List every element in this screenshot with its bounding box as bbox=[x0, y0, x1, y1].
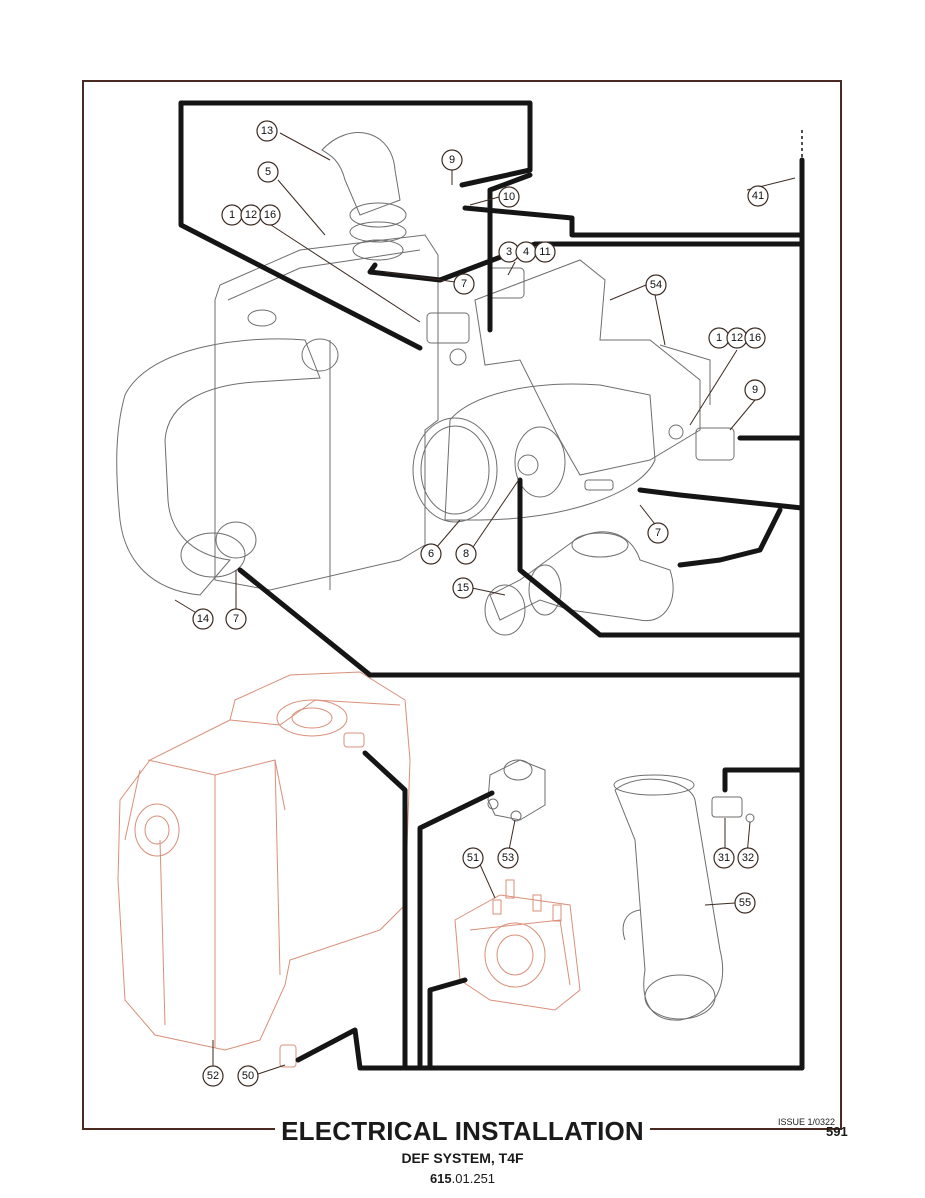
svg-text:7: 7 bbox=[655, 527, 661, 539]
def-pump-51 bbox=[454, 879, 581, 1011]
svg-text:4: 4 bbox=[523, 246, 529, 258]
svg-text:9: 9 bbox=[752, 384, 758, 396]
callout-8: 8 bbox=[455, 543, 477, 565]
callout-16-left: 16 bbox=[259, 204, 281, 226]
document-number: 615.01.251 bbox=[0, 1171, 925, 1186]
callout-7-top: 7 bbox=[453, 273, 475, 295]
callout-11: 11 bbox=[534, 241, 556, 263]
callout-6: 6 bbox=[420, 543, 442, 565]
callout-10: 10 bbox=[498, 186, 520, 208]
callout-53: 53 bbox=[497, 847, 519, 869]
svg-text:11: 11 bbox=[539, 246, 550, 258]
svg-text:53: 53 bbox=[502, 852, 514, 864]
svg-text:5: 5 bbox=[265, 166, 271, 178]
callout-1-right: 1 bbox=[708, 327, 730, 349]
callout-7-left: 7 bbox=[225, 608, 247, 630]
page-number: 591 bbox=[826, 1124, 848, 1139]
dosing-valve-53 bbox=[487, 759, 546, 822]
svg-text:14: 14 bbox=[197, 613, 209, 625]
svg-text:7: 7 bbox=[461, 278, 467, 290]
callout-52: 52 bbox=[202, 1065, 224, 1087]
svg-text:1: 1 bbox=[229, 209, 235, 221]
callout-9-top: 9 bbox=[441, 149, 463, 171]
svg-text:16: 16 bbox=[749, 332, 761, 344]
svg-text:16: 16 bbox=[264, 209, 276, 221]
svg-text:7: 7 bbox=[233, 613, 239, 625]
callout-12-right: 12 bbox=[726, 327, 748, 349]
svg-text:12: 12 bbox=[245, 209, 257, 221]
callout-7-right: 7 bbox=[647, 522, 669, 544]
diagram-title-text: ELECTRICAL INSTALLATION bbox=[275, 1116, 650, 1146]
callout-32: 32 bbox=[737, 847, 759, 869]
svg-text:10: 10 bbox=[503, 191, 515, 203]
callout-55: 55 bbox=[734, 892, 756, 914]
callout-14: 14 bbox=[192, 608, 214, 630]
svg-text:8: 8 bbox=[463, 548, 469, 560]
callout-4: 4 bbox=[515, 241, 537, 263]
svg-text:15: 15 bbox=[457, 582, 469, 594]
callout-13: 13 bbox=[256, 120, 278, 142]
callout-12-left: 12 bbox=[240, 204, 262, 226]
callout-9-right: 9 bbox=[744, 379, 766, 401]
svg-text:12: 12 bbox=[731, 332, 743, 344]
diagram-title: ELECTRICAL INSTALLATION bbox=[0, 1116, 925, 1147]
svg-text:3: 3 bbox=[506, 246, 512, 258]
svg-text:51: 51 bbox=[467, 852, 479, 864]
issue-label: ISSUE 1/0322 bbox=[778, 1117, 836, 1127]
callout-50: 50 bbox=[237, 1065, 259, 1087]
leader-lines bbox=[174, 132, 796, 1075]
svg-text:31: 31 bbox=[718, 852, 730, 864]
svg-text:52: 52 bbox=[207, 1070, 219, 1082]
document-number-suffix: .01.251 bbox=[451, 1171, 496, 1186]
callout-3: 3 bbox=[498, 241, 520, 263]
callout-5: 5 bbox=[257, 161, 279, 183]
svg-text:1: 1 bbox=[716, 332, 722, 344]
svg-text:32: 32 bbox=[742, 852, 754, 864]
svg-text:55: 55 bbox=[739, 897, 751, 909]
callout-1-left: 1 bbox=[221, 204, 243, 226]
def-tank-52 bbox=[117, 671, 411, 1068]
callout-15: 15 bbox=[452, 577, 474, 599]
wiring-harness bbox=[178, 100, 805, 1071]
svg-text:9: 9 bbox=[449, 154, 455, 166]
callout-54: 54 bbox=[645, 274, 667, 296]
document-number-prefix: 615 bbox=[429, 1171, 452, 1186]
callout-31: 31 bbox=[713, 847, 735, 869]
svg-text:6: 6 bbox=[428, 548, 434, 560]
svg-text:41: 41 bbox=[752, 190, 764, 202]
svg-text:54: 54 bbox=[650, 279, 662, 291]
callout-41: 41 bbox=[747, 185, 769, 207]
diagram-subtitle: DEF SYSTEM, T4F bbox=[401, 1150, 524, 1166]
svg-text:13: 13 bbox=[261, 125, 273, 137]
callout-51: 51 bbox=[462, 847, 484, 869]
callout-16-right: 16 bbox=[744, 327, 766, 349]
def-pipe-outline bbox=[613, 774, 755, 1021]
svg-text:50: 50 bbox=[242, 1070, 254, 1082]
